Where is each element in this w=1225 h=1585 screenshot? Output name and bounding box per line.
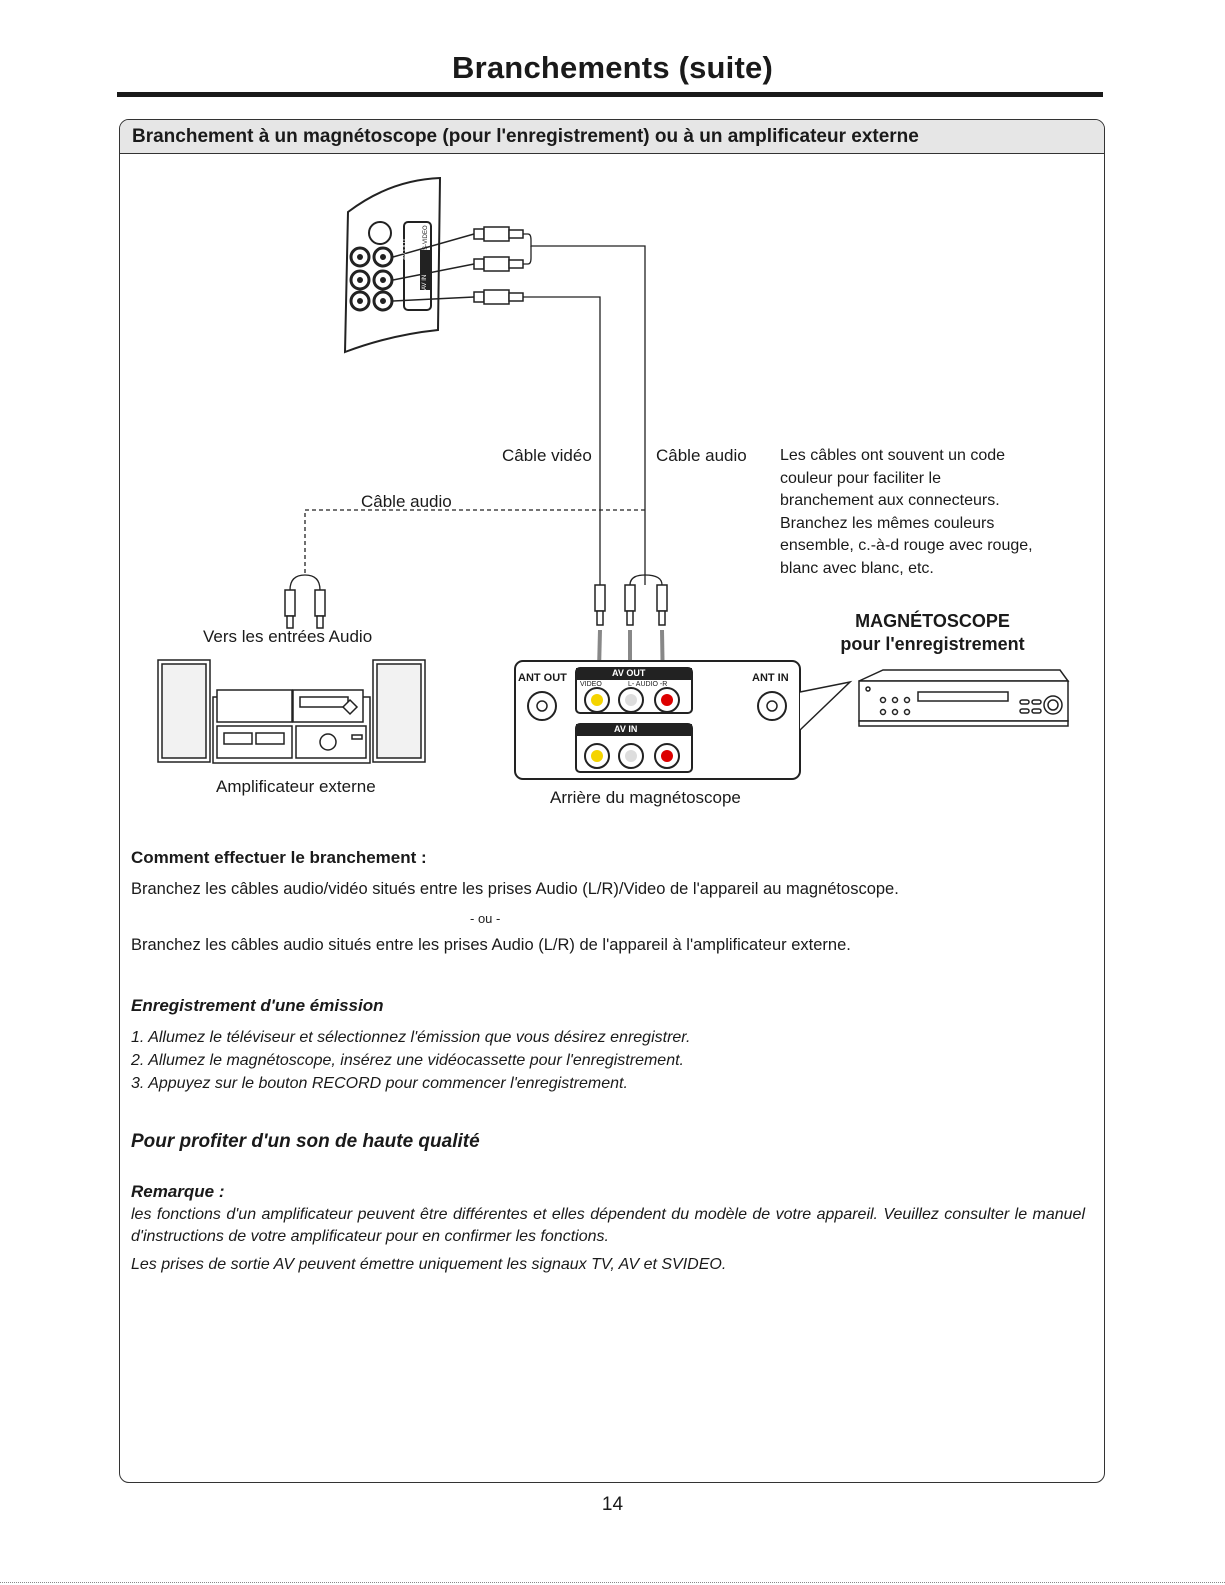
video-jack-label: VIDEO — [580, 681, 602, 688]
tv-rca-plugs — [392, 226, 524, 305]
note-line: branchement aux connecteurs. — [780, 492, 1000, 509]
tv-av-in-label: AV IN — [422, 274, 428, 290]
note-line: couleur pour faciliter le — [780, 469, 941, 487]
vcr-front-icon — [858, 669, 1070, 727]
vcr-plugs — [284, 584, 668, 629]
remark-text: les fonctions d'un amplificateur peuvent… — [131, 1206, 1085, 1245]
note-line: blanc avec blanc, etc. — [780, 559, 934, 577]
cable-audio-label-vcr: Câble audio — [656, 446, 747, 465]
color-code-note: Les câbles ont souvent un code couleur p… — [780, 445, 1033, 580]
recording-step: 2. Allumez le magnétoscope, insérez une … — [131, 1052, 684, 1069]
ant-out-label: ANT OUT — [518, 672, 567, 684]
page-number: 14 — [601, 1494, 624, 1515]
section-frame: Branchement à un magnétoscope (pour l'en… — [119, 119, 1105, 1483]
tv-av-out-label: AV OUT — [402, 238, 408, 260]
recording-step: 3. Appuyez sur le bouton RECORD pour com… — [131, 1075, 628, 1092]
section-header: Branchement à un magnétoscope (pour l'en… — [120, 120, 1104, 154]
page-title: Branchements (suite) — [452, 50, 773, 85]
vcr-title-line2: pour l'enregistrement — [840, 634, 1025, 654]
note-line: ensemble, c.-à-d rouge avec rouge, — [780, 537, 1033, 554]
amplifier-label: Amplificateur externe — [216, 777, 376, 796]
how-to-line2: Branchez les câbles audio situés entre l… — [131, 936, 851, 954]
av-out-label: AV OUT — [612, 668, 646, 678]
vcr-back-panel — [514, 660, 853, 780]
cable-audio-label-amp: Câble audio — [361, 492, 452, 511]
connection-diagram — [157, 176, 1070, 780]
section-header-text: Branchement à un magnétoscope (pour l'en… — [132, 126, 919, 147]
ant-in-label: ANT IN — [752, 672, 789, 684]
title-rule — [117, 92, 1103, 97]
tv-back-panel — [343, 176, 442, 354]
recording-step: 1. Allumez le téléviseur et sélectionnez… — [131, 1029, 691, 1046]
tv-svideo-label: S-VIDEO — [423, 225, 429, 250]
vcr-title: MAGNÉTOSCOPE pour l'enregistrement — [825, 610, 1040, 656]
or-separator: - ou - — [470, 911, 501, 926]
cable-video-label: Câble vidéo — [502, 446, 592, 465]
quality-heading: Pour profiter d'un son de haute qualité — [131, 1131, 480, 1152]
audio-jack-label: L- AUDIO -R — [628, 681, 668, 688]
how-to-line1: Branchez les câbles audio/vidéo situés e… — [131, 880, 899, 898]
vcr-back-label: Arrière du magnétoscope — [550, 788, 741, 807]
av-in-label: AV IN — [614, 724, 638, 734]
how-to-heading: Comment effectuer le branchement : — [131, 848, 427, 867]
vcr-title-line1: MAGNÉTOSCOPE — [855, 611, 1010, 631]
recording-heading: Enregistrement d'une émission — [131, 996, 384, 1015]
bottom-dotted-line — [0, 1582, 1225, 1583]
svideo-jack-icon — [368, 221, 392, 245]
note-line: Les câbles ont souvent un code — [780, 447, 1006, 464]
to-audio-inputs-label: Vers les entrées Audio — [203, 627, 373, 646]
av-output-note: Les prises de sortie AV peuvent émettre … — [131, 1256, 727, 1273]
amplifier-icon — [157, 659, 426, 764]
remark-heading: Remarque : — [131, 1182, 225, 1201]
cables — [289, 233, 663, 591]
note-line: Branchez les mêmes couleurs — [780, 514, 995, 532]
